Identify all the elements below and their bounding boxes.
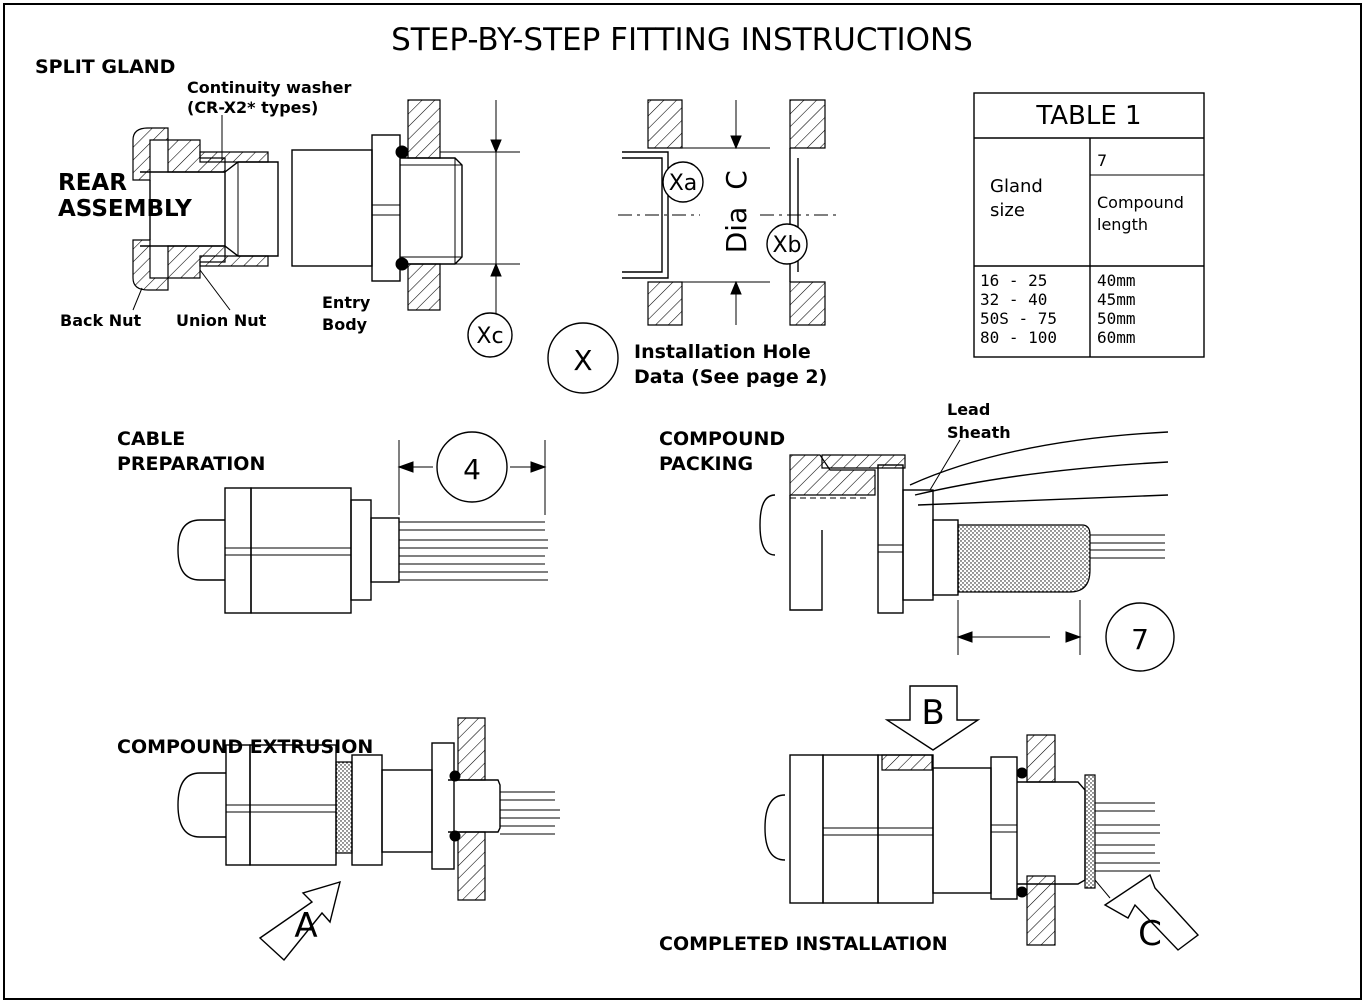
split-gland-section: SPLIT GLAND Continuity washer (CR-X2* ty…	[35, 56, 520, 358]
o-ring-top	[395, 145, 409, 159]
arrow-c	[1103, 873, 1200, 951]
dia-label: Dia	[720, 207, 753, 254]
entry-body-flange	[371, 134, 401, 282]
table-row-length: 60mm	[1097, 328, 1136, 347]
entry-body-label-2: Body	[322, 315, 368, 334]
union-nut-label: Union Nut	[176, 311, 267, 330]
continuity-washer-types-label: (CR-X2* types)	[187, 98, 318, 117]
callout-4-text: 4	[463, 453, 481, 486]
callout-4	[436, 431, 508, 503]
callout-xb-text: Xb	[772, 233, 801, 258]
entry-body-label: Entry	[322, 293, 371, 312]
table-row-length: 40mm	[1097, 271, 1136, 290]
arrow-b-text: B	[921, 693, 944, 733]
arrow-c-text: C	[1138, 914, 1162, 954]
hole-wall-right-top	[789, 99, 826, 149]
page-title: STEP-BY-STEP FITTING INSTRUCTIONS	[391, 22, 973, 58]
back-nut-label: Back Nut	[60, 311, 141, 330]
table-row: 80 - 100	[980, 328, 1057, 347]
table-row: 50S - 75	[980, 309, 1057, 328]
continuity-washer-label: Continuity washer	[187, 78, 352, 97]
o-ring-bottom	[395, 257, 409, 271]
compound-packing-label: COMPOUND	[659, 428, 785, 450]
column-number: 7	[1097, 151, 1107, 170]
compound-packing-section: COMPOUND PACKING Lead Sheath 7	[659, 400, 1175, 672]
entry-body-block	[291, 149, 373, 267]
table-row: 32 - 40	[980, 290, 1047, 309]
continuity-washer-top	[199, 151, 269, 163]
installation-hole-label: Installation Hole	[634, 341, 811, 363]
lead-sheath-label: Lead	[947, 400, 990, 419]
hole-wall-left-top	[647, 99, 683, 149]
callout-x	[547, 322, 619, 394]
c-label: C	[720, 170, 753, 190]
installation-hole-section: Xa Dia C Xb X Installation Hole Data (Se…	[547, 99, 840, 394]
callout-xc-text: Xc	[476, 324, 503, 349]
callout-xb	[766, 223, 808, 265]
callout-7	[1105, 602, 1175, 672]
compound-extrusion-section: COMPOUND EXTRUSION A	[117, 717, 560, 962]
table-row-length: 45mm	[1097, 290, 1136, 309]
compound-extrusion-label: COMPOUND EXTRUSION	[117, 736, 373, 758]
table-row-length: 50mm	[1097, 309, 1136, 328]
lead-sheath-label-2: Sheath	[947, 423, 1011, 442]
back-nut-bottom	[132, 239, 169, 291]
compound-length-header-2: length	[1097, 215, 1148, 234]
callout-x-text: X	[573, 344, 592, 377]
split-gland-heading: SPLIT GLAND	[35, 56, 175, 78]
cable-preparation-section: CABLE PREPARATION 4	[117, 428, 548, 614]
callout-7-text: 7	[1131, 623, 1149, 656]
table-title: TABLE 1	[1035, 101, 1141, 131]
continuity-washer-bottom	[199, 255, 269, 267]
wall-top	[407, 99, 441, 159]
cable-prep-label: CABLE	[117, 428, 185, 450]
arrow-a	[258, 880, 341, 962]
arrow-b	[884, 685, 981, 751]
table-row: 16 - 25	[980, 271, 1047, 290]
callout-xc	[467, 312, 513, 358]
hole-wall-left-bottom	[647, 281, 683, 326]
callout-xa-text: Xa	[669, 171, 698, 196]
compound-length-header: Compound	[1097, 193, 1184, 212]
arrow-a-text: A	[294, 906, 317, 946]
callout-xa	[662, 161, 704, 203]
installation-hole-label-2: Data (See page 2)	[634, 366, 827, 388]
gland-size-header: Gland	[990, 176, 1043, 197]
wall-bottom	[407, 263, 441, 311]
rear-assembly-label: REAR	[58, 170, 127, 196]
compound-packing-fill	[957, 524, 1091, 593]
completed-installation-section: COMPLETED INSTALLATION B C	[659, 685, 1200, 955]
compound-packing-label-2: PACKING	[659, 453, 753, 475]
rear-assembly-label-2: ASSEMBLY	[58, 196, 192, 222]
cable-prep-label-2: PREPARATION	[117, 453, 265, 475]
completed-installation-label: COMPLETED INSTALLATION	[659, 933, 948, 955]
hole-wall-right-bottom	[789, 281, 826, 326]
table-1: TABLE 1 Gland size 7 Compound length 16 …	[973, 92, 1205, 358]
back-nut-top	[132, 127, 169, 181]
sheet-border	[3, 3, 1362, 1000]
gland-size-header-2: size	[990, 200, 1025, 221]
